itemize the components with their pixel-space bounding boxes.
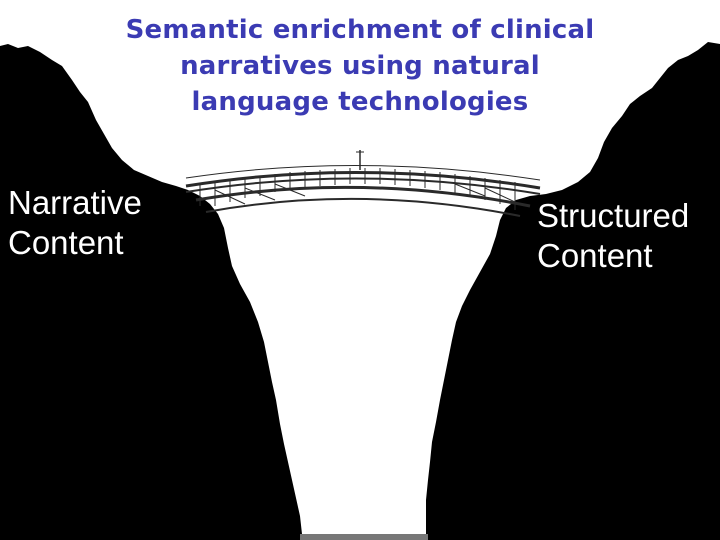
canyon-floor: [300, 534, 428, 540]
left-label-line-2: Content: [8, 224, 124, 261]
left-label-line-1: Narrative: [8, 184, 142, 221]
right-label-line-1: Structured: [537, 197, 690, 234]
right-cliff: [426, 42, 720, 540]
title-line-2: narratives using natural: [180, 51, 540, 81]
slide-title: Semantic enrichment of clinical narrativ…: [60, 12, 660, 120]
right-label-line-2: Content: [537, 237, 653, 274]
arch-bridge: [185, 150, 541, 217]
narrative-content-label: Narrative Content: [8, 183, 142, 263]
title-line-3: language technologies: [191, 87, 529, 117]
structured-content-label: Structured Content: [537, 196, 689, 276]
title-line-1: Semantic enrichment of clinical: [125, 15, 595, 45]
left-cliff: [0, 44, 304, 540]
